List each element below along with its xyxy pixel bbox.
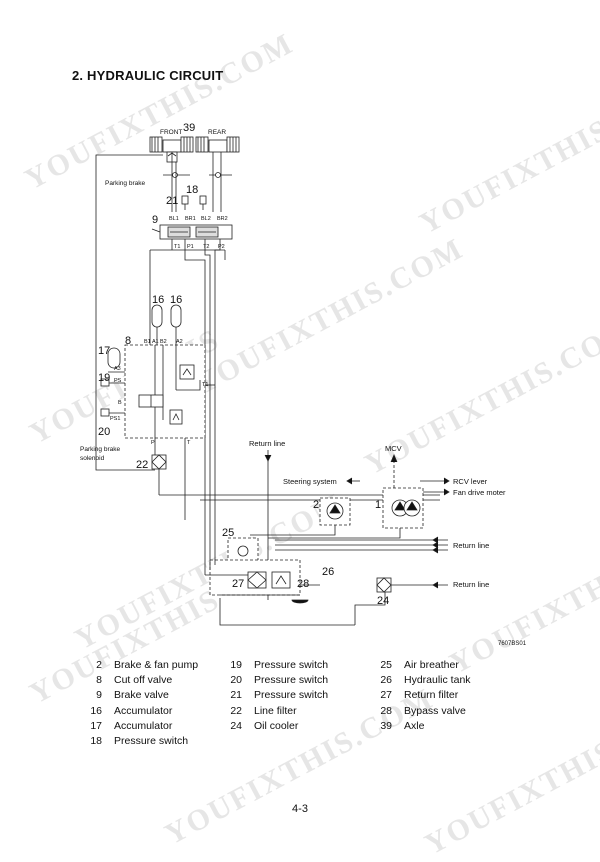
port-b2: B2 [160,339,167,345]
callout-16-b: 16 [170,294,182,306]
port-t2: T2 [203,244,209,250]
fan-drive-motor-label: Fan drive moter [453,488,506,497]
hydraulic-circuit-diagram: FRONT REAR Parking brake BL1 BR1 BL2 BR2… [80,122,506,626]
callout-39: 39 [183,122,195,134]
port-a3: A3 [114,366,121,372]
callout-21: 21 [166,195,178,207]
callout-2: 2 [313,499,319,511]
return-line-label-top: Return line [249,439,285,448]
return-line-label-mid: Return line [453,541,489,550]
parking-brake-solenoid-label: Parking brake [80,446,120,453]
callout-8: 8 [125,335,131,347]
callout-24: 24 [377,595,389,607]
callout-16-a: 16 [152,294,164,306]
port-br1: BR1 [185,216,196,222]
callout-17: 17 [98,345,110,357]
callout-18: 18 [186,184,198,196]
callout-1: 1 [375,499,381,511]
port-a1: A1 [152,339,159,345]
callout-9: 9 [152,214,158,226]
rcv-lever-label: RCV lever [453,477,488,486]
parking-brake-label: Parking brake [105,180,145,187]
page-heading: 2. HYDRAULIC CIRCUIT [72,68,224,83]
brake-valve [151,224,233,240]
port-b1: B1 [144,339,151,345]
port-bl2: BL2 [201,216,211,222]
port-t1: T1 [174,244,180,250]
port-ps1: PS1 [110,416,120,422]
steering-system-label: Steering system [283,477,337,486]
page-number: 4-3 [292,803,308,815]
callout-25: 25 [222,527,234,539]
callout-27: 27 [232,578,244,590]
port-br2: BR2 [217,216,228,222]
return-line-label-bottom: Return line [453,580,489,589]
port-t1-cutoff: T1 [202,382,208,388]
mcv-label: MCV [385,444,402,453]
callout-22: 22 [136,459,148,471]
callout-26: 26 [322,566,334,578]
port-p1: P1 [187,244,194,250]
front-axle [149,136,194,163]
parking-brake-solenoid-label-2: solenoid [80,455,105,462]
callout-20: 20 [98,426,110,438]
callout-28: 28 [297,578,309,590]
port-p: P [151,440,155,446]
port-a2: A2 [176,339,183,345]
port-bl1: BL1 [169,216,179,222]
rear-label: REAR [208,129,226,136]
front-label: FRONT [160,129,182,136]
callout-19: 19 [98,372,110,384]
port-p2: P2 [218,244,225,250]
rear-axle [195,136,240,153]
figure-code: 7607BS01 [498,641,527,647]
port-t: T [187,440,191,446]
port-b: B [118,400,122,406]
port-ps: PS [114,378,122,384]
